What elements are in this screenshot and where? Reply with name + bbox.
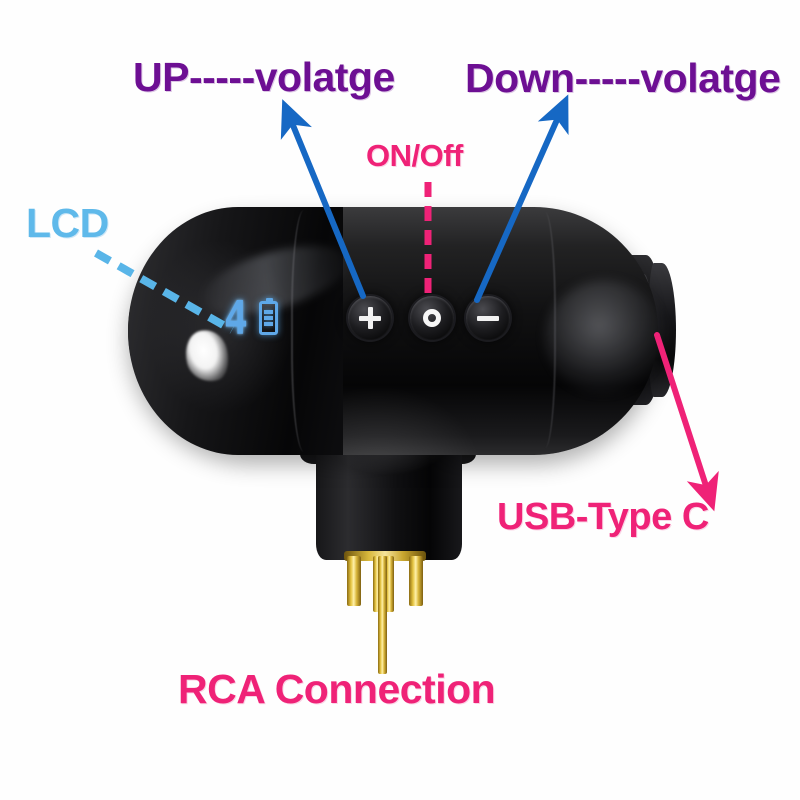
power-button[interactable] xyxy=(410,296,454,340)
body-highlight-right xyxy=(545,280,665,395)
plus-button[interactable] xyxy=(348,296,392,340)
label-up-voltage: UP-----volatge xyxy=(133,54,395,100)
label-rca-connection: RCA Connection xyxy=(178,666,496,712)
body-seam-right xyxy=(534,212,556,448)
lcd-voltage-value: 4 xyxy=(223,291,248,345)
label-lcd: LCD xyxy=(26,200,109,246)
battery-icon xyxy=(258,298,278,335)
power-icon xyxy=(423,309,441,327)
rca-pin-inner-right xyxy=(385,556,394,612)
rca-pin-inner-left xyxy=(373,556,382,612)
rca-pin-right xyxy=(409,556,423,606)
label-down-voltage: Down-----volatge xyxy=(465,55,781,101)
rca-pin-left xyxy=(347,556,361,606)
battery-bar xyxy=(263,316,273,320)
rca-center-pin xyxy=(378,556,387,674)
minus-button[interactable] xyxy=(466,296,510,340)
body-seam-left xyxy=(291,210,317,452)
lcd-display: 4 xyxy=(222,295,278,341)
label-usb-type-c: USB-Type C xyxy=(497,496,709,538)
battery-bar xyxy=(263,322,273,326)
rca-barrel xyxy=(316,440,462,560)
battery-bar xyxy=(263,310,273,314)
label-on-off: ON/Off xyxy=(366,138,463,173)
